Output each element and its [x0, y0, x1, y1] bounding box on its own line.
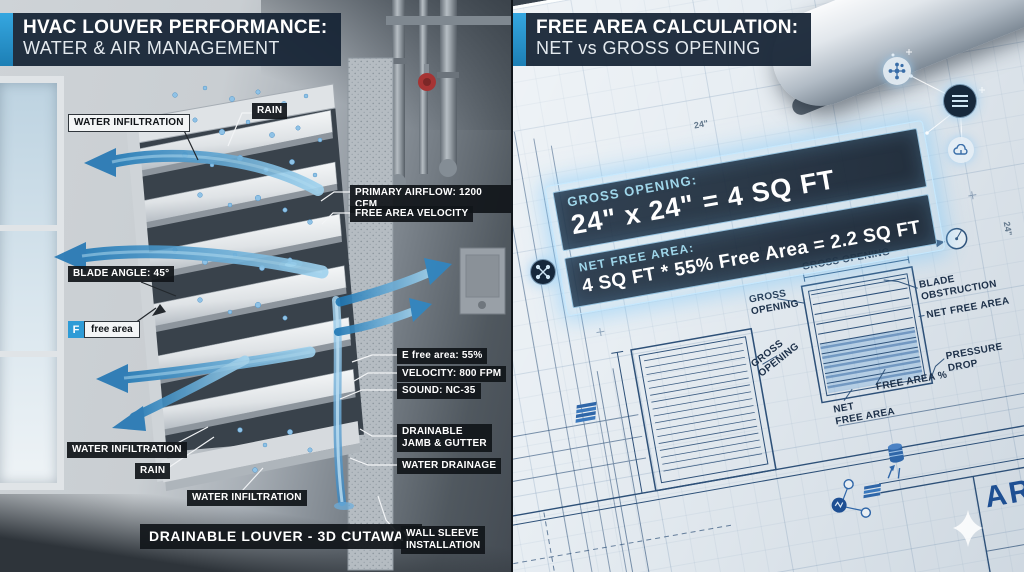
electrical-box	[459, 247, 506, 315]
title-accent-bar	[0, 13, 13, 67]
list-icon	[943, 84, 977, 118]
free-area-chip-letter: F	[68, 321, 84, 338]
tools-icon	[530, 259, 556, 285]
label-sound: SOUND: NC-35	[397, 383, 481, 399]
label-water-drainage: WATER DRAINAGE	[397, 458, 502, 474]
free-area-chip: F free area	[68, 321, 140, 338]
label-free-area-velocity: FREE AREA VELOCITY	[350, 206, 474, 222]
caption-drainable-louver: DRAINABLE LOUVER - 3D CUTAWAY	[140, 524, 422, 549]
label-drainable-jamb-gutter: DRAINABLE JAMB & GUTTER	[397, 424, 492, 452]
window-mullion	[0, 351, 57, 357]
panel-divider	[511, 0, 513, 572]
nodes-icon	[831, 478, 882, 518]
cloud-icon	[948, 137, 974, 163]
louver-sill	[161, 421, 360, 483]
label-water-infiltration-top: WATER INFILTRATION	[68, 114, 190, 132]
rain-droplets	[172, 85, 323, 473]
blueprint-sheet: GROSS OPENING GROSS OPENING GROSS OPENIN…	[513, 0, 1024, 572]
louver-gutter	[165, 443, 361, 492]
airflow-arrows	[54, 148, 452, 431]
title-accent-bar	[513, 13, 526, 67]
window-mullion	[0, 225, 57, 231]
label-rain-bottom: RAIN	[135, 463, 171, 479]
wall-sleeve-column	[347, 57, 394, 571]
database-icon	[887, 443, 904, 479]
louver-cutaway-art	[54, 0, 511, 571]
left-title: HVAC LOUVER PERFORMANCE: WATER & AIR MAN…	[0, 13, 341, 67]
right-panel-free-area-calc: GROSS OPENING GROSS OPENING GROSS OPENIN…	[513, 0, 1024, 572]
label-rain-top: RAIN	[252, 103, 288, 119]
label-water-infiltration-bottom: WATER INFILTRATION	[187, 490, 307, 506]
left-title-line1: HVAC LOUVER PERFORMANCE:	[23, 17, 328, 38]
right-title-line1: FREE AREA CALCULATION:	[536, 17, 799, 38]
label-blade-angle: BLADE ANGLE: 45°	[68, 266, 175, 282]
right-title-line2: NET vs GROSS OPENING	[536, 38, 761, 59]
left-panel-louver-cutaway: WATER INFILTRATION RAIN PRIMARY AIRFLOW:…	[0, 0, 511, 572]
hud-connectors	[891, 49, 985, 547]
label-velocity: VELOCITY: 800 FPM	[397, 366, 507, 382]
free-area-arrowhead	[152, 304, 166, 316]
sparkle-icon	[953, 510, 983, 547]
network-icon	[883, 57, 911, 85]
blueprint-linework	[513, 131, 1024, 572]
right-title: FREE AREA CALCULATION: NET vs GROSS OPEN…	[513, 13, 812, 67]
layers-icon	[575, 401, 597, 423]
bp-right-louver	[800, 255, 934, 404]
bp-left-louver	[611, 327, 777, 495]
pipes	[386, 0, 511, 190]
water-drainage-stream	[332, 296, 354, 510]
leader-lines	[127, 112, 403, 539]
label-water-infiltration-mid: WATER INFILTRATION	[67, 442, 187, 458]
window	[0, 76, 64, 490]
label-e-free-area: E free area: 55%	[397, 348, 488, 364]
left-title-line2: WATER & AIR MANAGEMENT	[23, 38, 280, 59]
free-area-chip-text: free area	[84, 321, 140, 338]
louver-left-jamb	[125, 118, 170, 482]
label-wall-sleeve: WALL SLEEVE INSTALLATION	[401, 526, 486, 554]
